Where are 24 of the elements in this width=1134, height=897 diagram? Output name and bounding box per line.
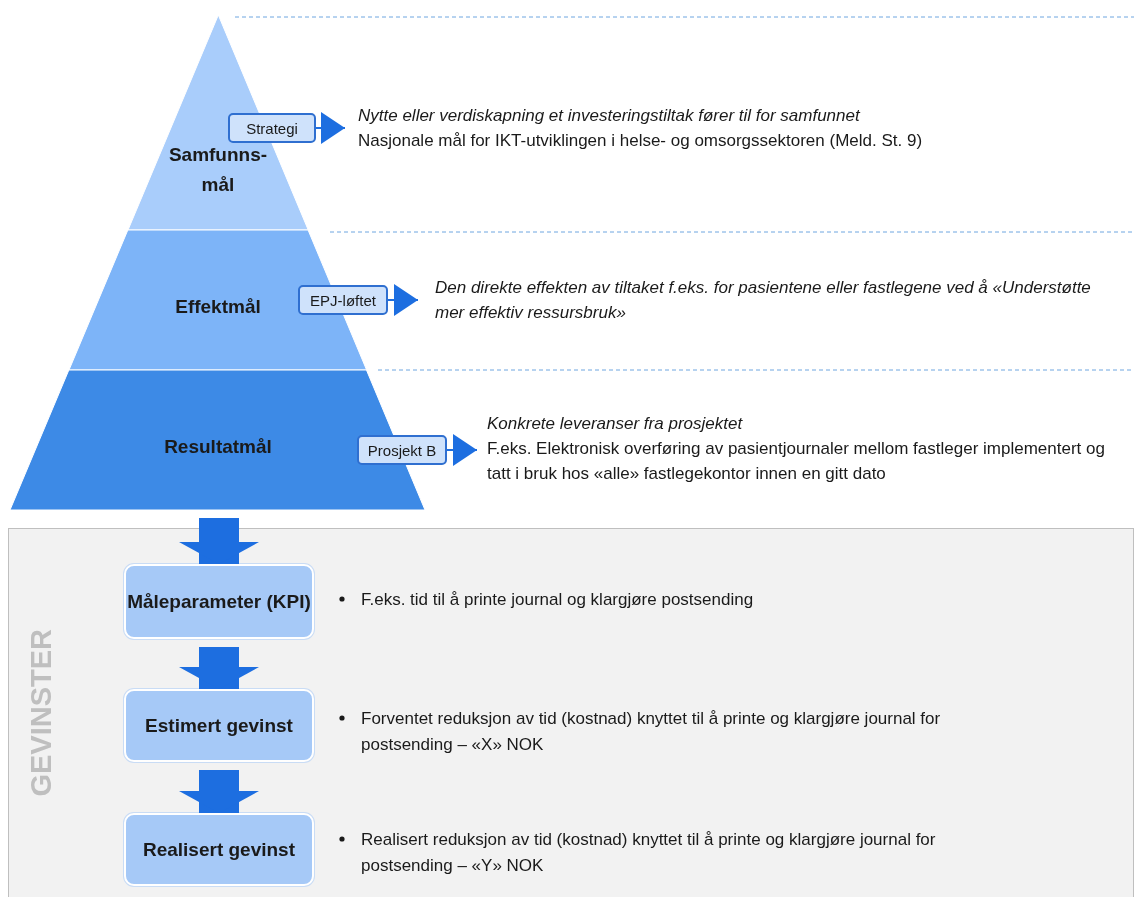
bullet-text: F.eks. tid til å printe journal og klargjøre postsending [361, 589, 755, 611]
description-text: Nasjonale mål for IKT-utviklingen i helse- og omsorgssektoren (Meld. St. 9) [358, 130, 924, 152]
tier-label: Resultatmål [163, 435, 273, 459]
description-text: Konkrete leveranser fra prosjektet [487, 413, 744, 435]
description-text: F.eks. Elektronisk overføring av pasientjournaler mellom fastleger implementert og tatt i bruk hos «alle» fastlegekontor innen en gitt dato [487, 438, 1106, 485]
bullet-text: Realisert reduksjon av tid (kostnad) knyttet til å printe og klargjøre journal for postsending – «Y» NOK [361, 829, 937, 877]
arrow [446, 434, 478, 466]
benefit-box: Måleparameter (KPI) [124, 564, 314, 639]
tag-label: Strategi [228, 113, 316, 143]
block-arrow [179, 647, 259, 689]
block-arrow [179, 518, 259, 564]
block-arrow [179, 770, 259, 813]
arrow [315, 112, 346, 144]
description-text: Den direkte effekten av tiltaket f.eks. for pasientene eller fastlegene ved å «Understøtte mer effektiv ressursbruk» [435, 277, 1092, 324]
benefit-box: Estimert gevinst [124, 689, 314, 762]
tag-label: EPJ-løftet [298, 285, 388, 315]
bullet-text: Forventet reduksjon av tid (kostnad) knyttet til å printe og klargjøre journal for postsending – «X» NOK [361, 708, 942, 756]
arrow [387, 284, 419, 316]
tier-label: Effektmål [174, 295, 262, 319]
tag-label: Prosjekt B [357, 435, 447, 465]
section-panel [8, 528, 1134, 897]
benefit-box: Realisert gevinst [124, 813, 314, 886]
tier-label: Samfunns- mål [167, 143, 269, 197]
description-text: Nytte eller verdiskapning et investeringstiltak fører til for samfunnet [358, 105, 862, 127]
